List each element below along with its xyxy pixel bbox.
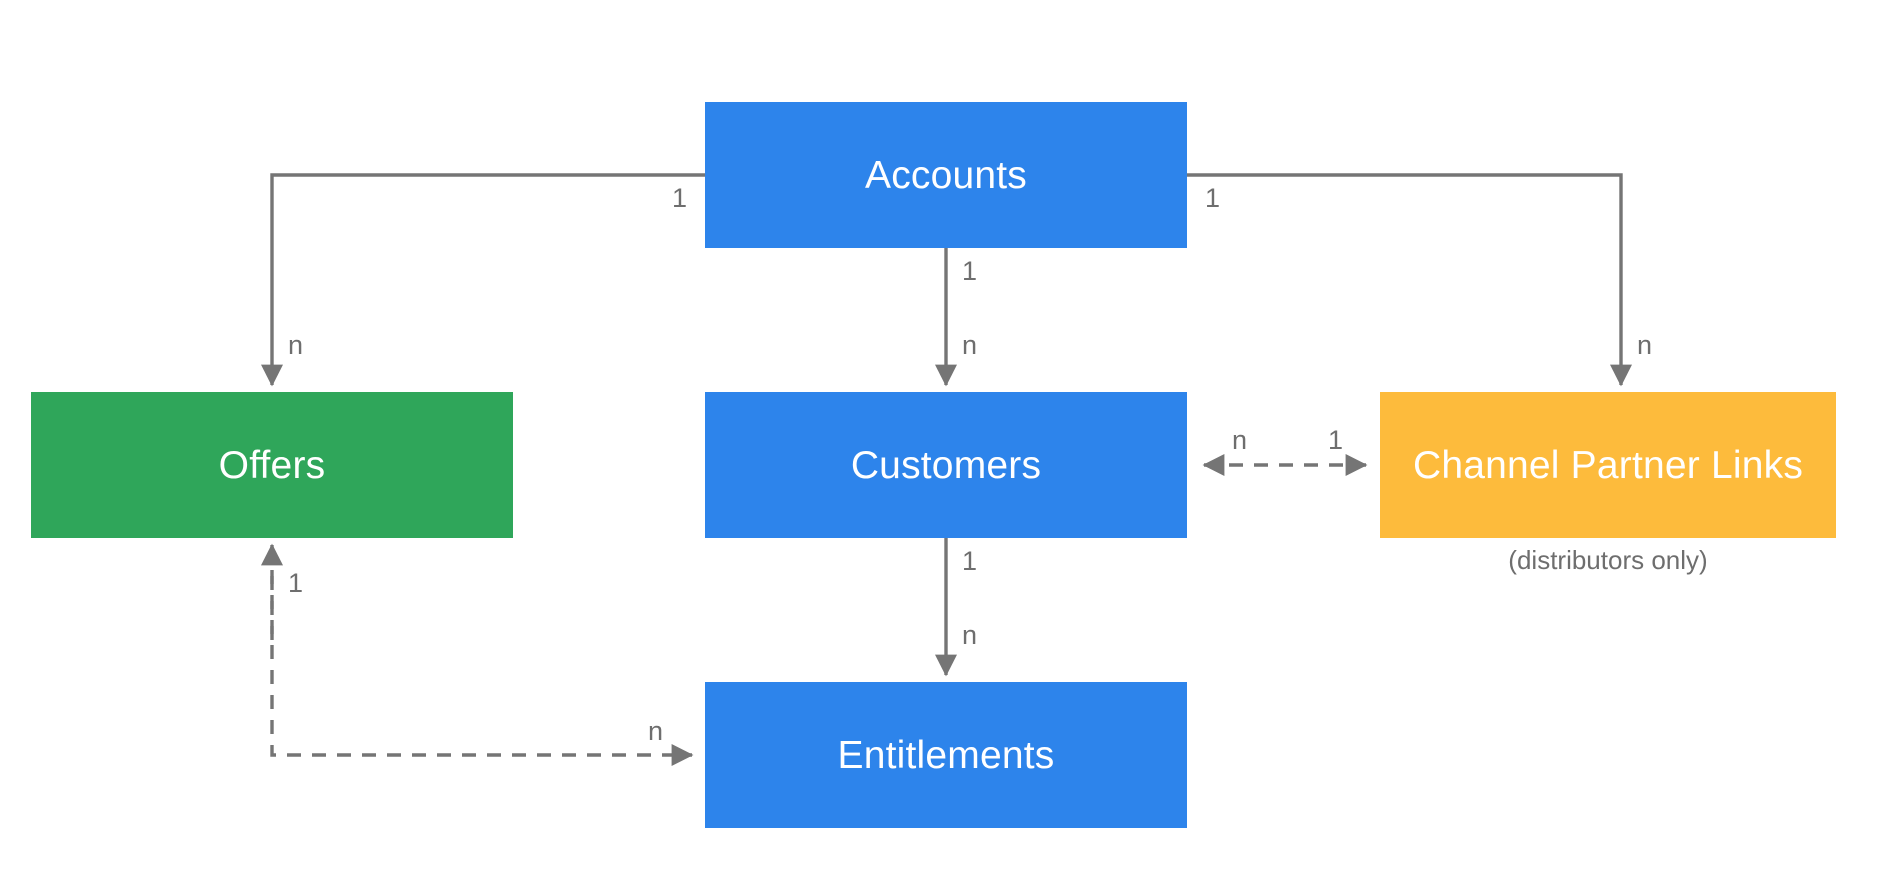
node-entitlements-label: Entitlements — [837, 733, 1055, 777]
node-channel-partner-links[interactable]: Channel Partner Links — [1380, 392, 1836, 538]
edge-label-customers-entitlements-n: n — [962, 620, 978, 650]
node-customers[interactable]: Customers — [705, 392, 1187, 538]
edge-label-accounts-cpl-n: n — [1637, 330, 1653, 360]
edge-label-accounts-cpl-one: 1 — [1205, 183, 1221, 213]
node-customers-label: Customers — [850, 443, 1042, 487]
edge-accounts-to-channel-partner-links — [1187, 173, 1633, 387]
edge-label-accounts-offers-one: 1 — [672, 183, 688, 213]
edge-label-customers-cpl-one: 1 — [1328, 425, 1344, 455]
node-entitlements[interactable]: Entitlements — [705, 682, 1187, 828]
edge-label-offers-entitlements-n: n — [648, 716, 664, 746]
edge-label-accounts-customers-n: n — [962, 330, 978, 360]
node-channel-partner-links-label: Channel Partner Links — [1412, 443, 1804, 487]
edge-label-accounts-customers-one: 1 — [962, 256, 978, 286]
node-channel-partner-links-caption: (distributors only) — [1508, 545, 1708, 575]
edge-offers-to-entitlements — [270, 545, 694, 767]
edge-label-offers-entitlements-one: 1 — [288, 568, 304, 598]
edge-accounts-to-offers — [260, 173, 705, 387]
node-accounts[interactable]: Accounts — [705, 102, 1187, 248]
node-accounts-label: Accounts — [864, 153, 1028, 197]
node-offers-label: Offers — [218, 443, 326, 487]
edge-label-customers-cpl-n: n — [1232, 425, 1248, 455]
edge-label-customers-entitlements-one: 1 — [962, 546, 978, 576]
node-offers[interactable]: Offers — [31, 392, 513, 538]
edge-label-accounts-offers-n: n — [288, 330, 304, 360]
